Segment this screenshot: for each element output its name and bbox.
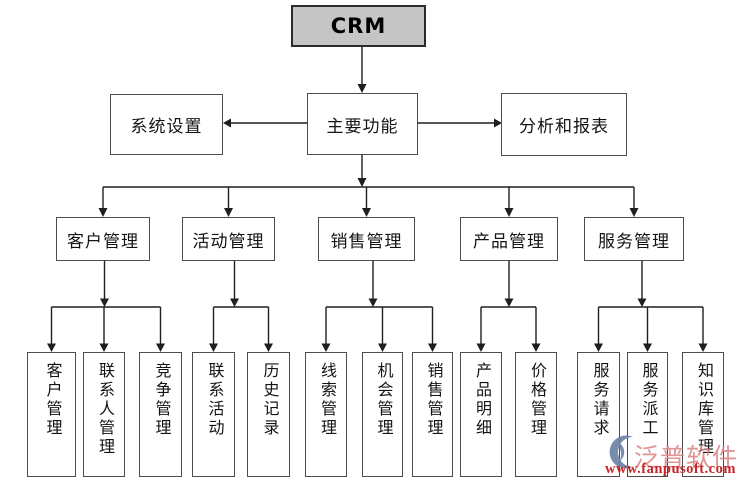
node-contact-person-mgmt: 联系人管理	[83, 352, 125, 477]
node-knowledge-base-mgmt: 知识库管理	[682, 352, 724, 477]
node-service-mgmt: 服务管理	[584, 217, 684, 261]
node-service-request: 服务请求	[577, 352, 620, 477]
node-product-details: 产品明细	[460, 352, 502, 477]
node-sales-mgmt-sub: 销售管理	[412, 352, 453, 477]
node-service-dispatch: 服务派工	[627, 352, 668, 477]
node-system-settings: 系统设置	[110, 94, 223, 155]
node-customer-mgmt: 客户管理	[56, 217, 150, 261]
node-crm: CRM	[291, 5, 426, 47]
node-competition-mgmt: 竞争管理	[139, 352, 182, 477]
node-customer-mgmt-sub: 客户管理	[27, 352, 76, 477]
node-price-mgmt: 价格管理	[515, 352, 557, 477]
node-main-functions: 主要功能	[307, 93, 418, 155]
node-sales-mgmt: 销售管理	[318, 217, 415, 261]
node-product-mgmt: 产品管理	[460, 217, 558, 261]
node-history-records: 历史记录	[247, 352, 290, 477]
node-opportunity-mgmt: 机会管理	[362, 352, 403, 477]
node-contact-activity: 联系活动	[192, 352, 235, 477]
node-lead-mgmt: 线索管理	[305, 352, 347, 477]
node-activity-mgmt: 活动管理	[182, 217, 275, 261]
node-analysis-reports: 分析和报表	[501, 93, 627, 156]
